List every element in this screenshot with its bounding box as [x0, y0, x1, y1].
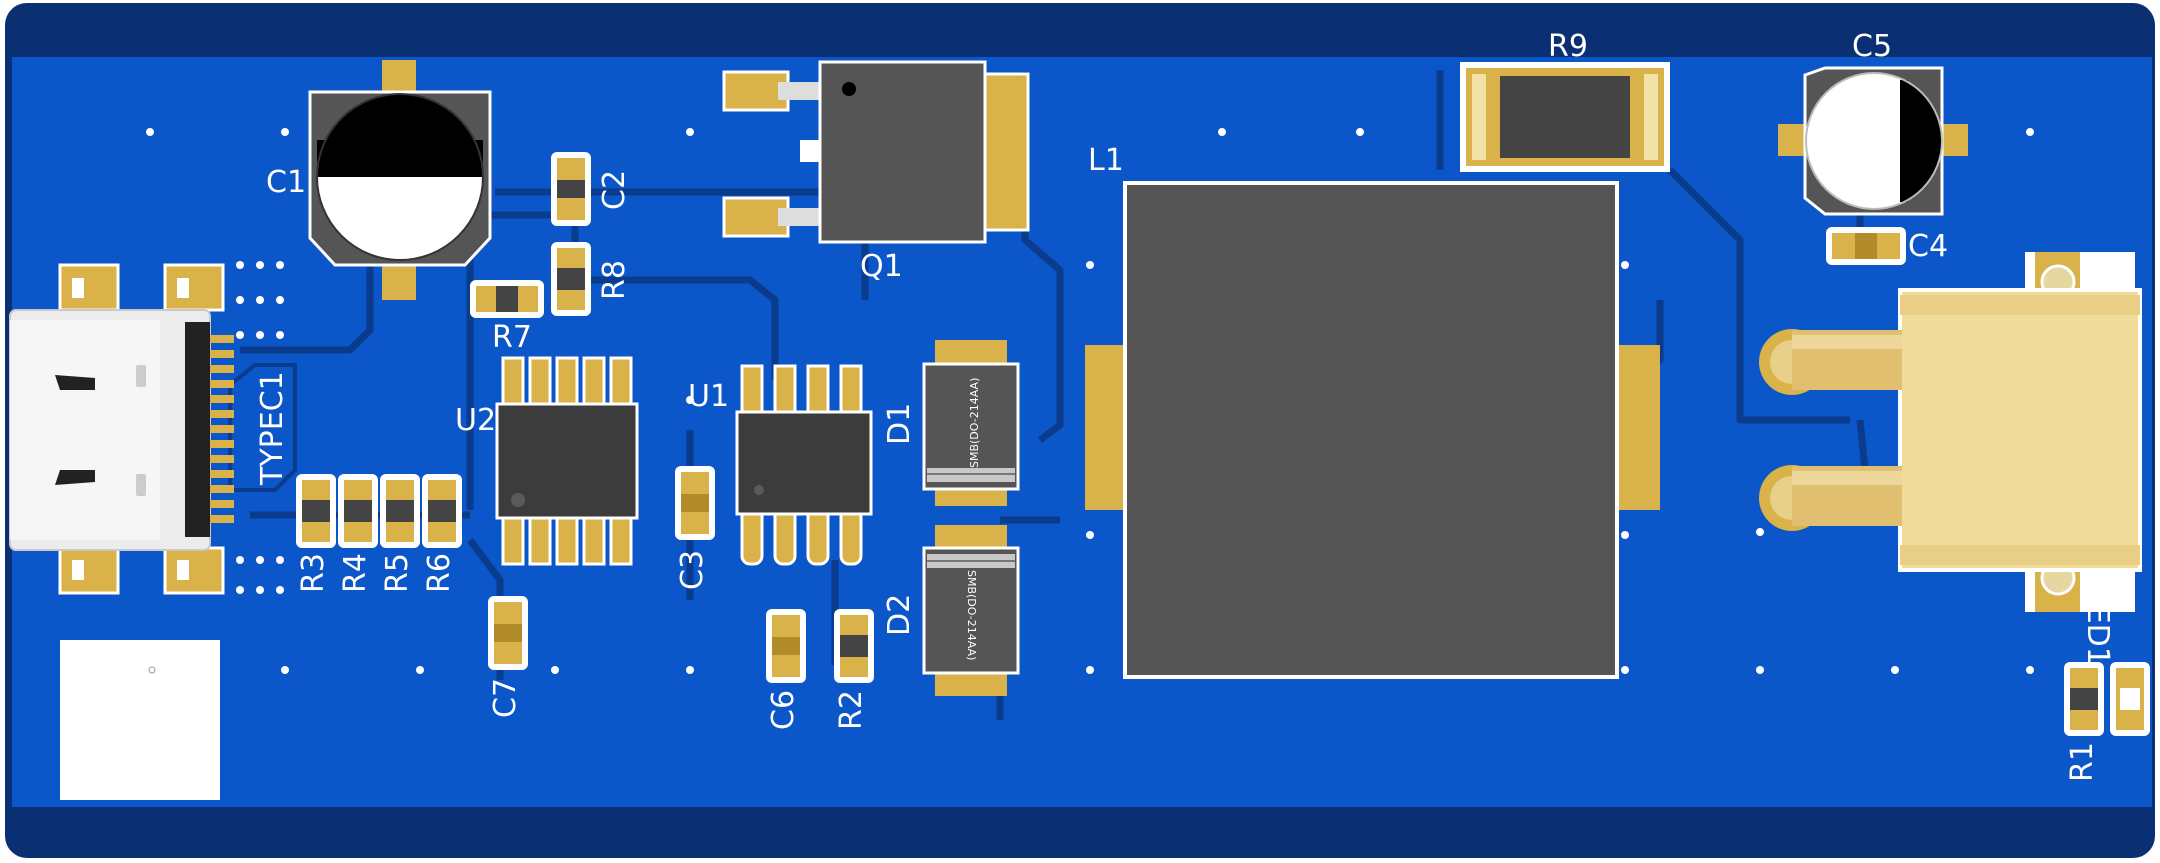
label-r9: R9 — [1548, 29, 1588, 64]
label-r8: R8 — [597, 260, 632, 300]
capacitor-c7 — [488, 596, 528, 670]
resistor-r9 — [1460, 62, 1670, 172]
resistor-r5 — [380, 474, 420, 548]
label-c2: C2 — [597, 169, 632, 210]
label-c6: C6 — [766, 689, 801, 730]
resistor-r7 — [470, 280, 544, 318]
label-led1: LED1 — [2080, 588, 2115, 666]
usb-type-c-connector — [9, 263, 297, 595]
resistor-r6 — [422, 474, 462, 548]
label-c5: C5 — [1852, 29, 1893, 64]
ic-u2 — [495, 356, 639, 566]
blank-silkscreen-area — [60, 640, 220, 800]
label-c7: C7 — [488, 677, 523, 718]
output-terminal — [1759, 252, 2142, 612]
d1-package-mark: SMB(DO-214AA) — [968, 377, 981, 468]
d2-package-mark: SMB(DO-214AA) — [965, 570, 978, 661]
resistor-r4 — [338, 474, 378, 548]
label-r2: R2 — [834, 690, 869, 730]
diode-d1 — [922, 340, 1020, 506]
resistor-r8 — [551, 242, 591, 316]
label-u2: U2 — [455, 403, 497, 438]
led-led1 — [2110, 662, 2150, 736]
label-c3: C3 — [675, 549, 710, 590]
transistor-q1 — [722, 60, 1030, 244]
resistor-r3 — [296, 474, 336, 548]
resistor-r1 — [2064, 662, 2104, 736]
ic-u1 — [735, 364, 873, 566]
label-typec1: TYPEC1 — [255, 371, 290, 485]
capacitor-c2 — [551, 152, 591, 226]
label-r5: R5 — [380, 553, 415, 593]
resistor-r2 — [834, 609, 874, 683]
label-c1: C1 — [266, 165, 307, 200]
label-r7: R7 — [492, 320, 532, 355]
label-d2: D2 — [882, 593, 917, 636]
capacitor-c3 — [675, 466, 715, 540]
capacitor-c1 — [308, 60, 492, 300]
diode-d2 — [922, 525, 1020, 696]
label-r4: R4 — [338, 553, 373, 593]
label-r6: R6 — [422, 553, 457, 593]
vias — [146, 128, 2034, 674]
label-u1: U1 — [688, 379, 730, 414]
label-r1: R1 — [2065, 742, 2100, 782]
capacitor-c6 — [766, 609, 806, 683]
inductor-l1 — [1085, 181, 1660, 679]
capacitor-c5 — [1778, 66, 1968, 216]
label-l1: L1 — [1088, 143, 1124, 178]
label-q1: Q1 — [860, 249, 903, 284]
label-r3: R3 — [296, 553, 331, 593]
fiducial — [148, 666, 156, 674]
capacitor-c4 — [1826, 227, 1906, 265]
label-c4: C4 — [1908, 229, 1949, 264]
label-d1: D1 — [882, 402, 917, 445]
